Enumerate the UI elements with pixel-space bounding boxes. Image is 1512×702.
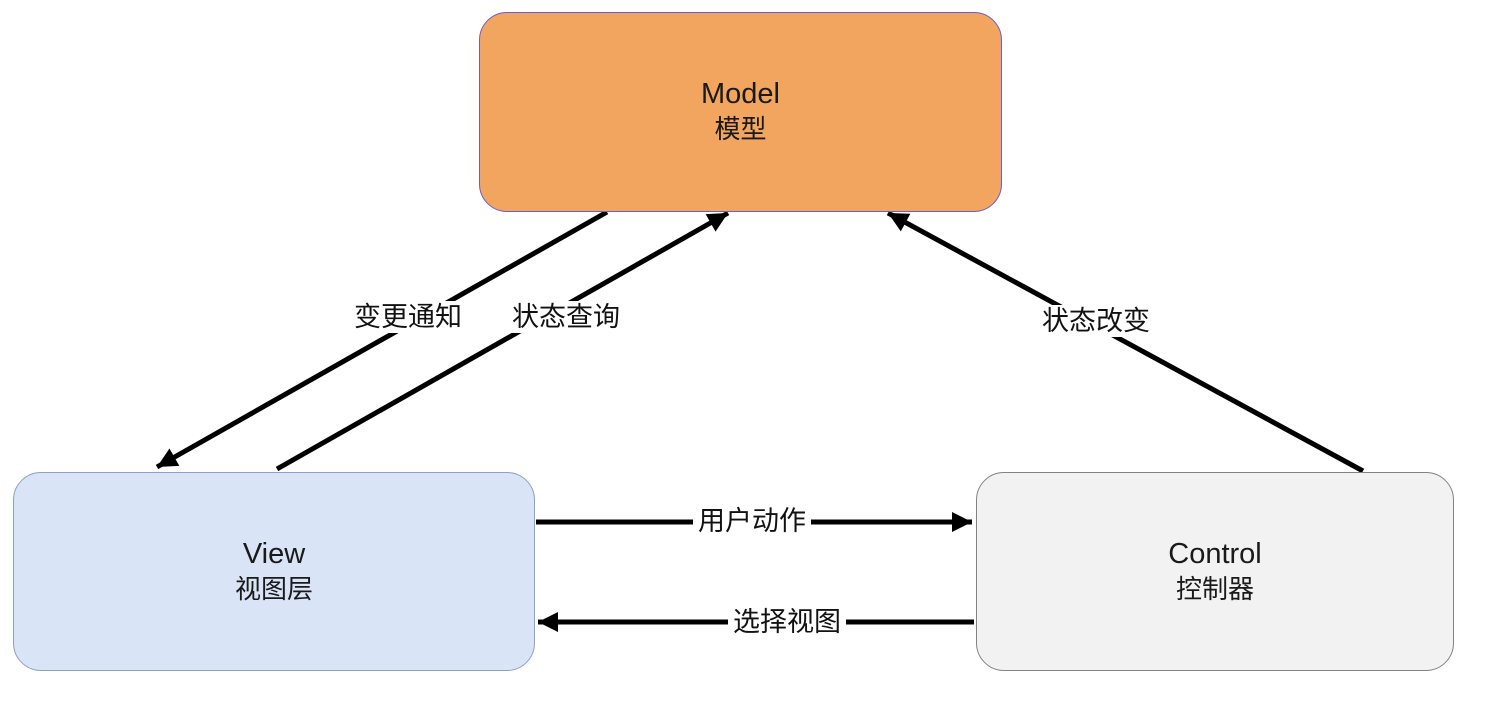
edge-label-change-notification: 变更通知 (349, 301, 467, 333)
view-node: View 视图层 (13, 472, 535, 671)
edge-label-user-action: 用户动作 (693, 505, 811, 537)
control-node-title: Control (1168, 537, 1262, 570)
view-node-subtitle: 视图层 (234, 573, 313, 604)
edge-label-state-query: 状态查询 (507, 301, 625, 333)
edge-control-to-model-line (886, 210, 1365, 474)
control-node-subtitle: 控制器 (1175, 573, 1254, 604)
view-node-title: View (242, 537, 306, 570)
model-node-title: Model (701, 78, 780, 110)
control-node: Control 控制器 (976, 472, 1454, 671)
edge-label-select-view: 选择视图 (728, 606, 846, 638)
edge-label-state-change: 状态改变 (1037, 305, 1155, 337)
model-node-subtitle: 模型 (714, 114, 767, 144)
edge-view-to-model-line (275, 210, 730, 472)
model-node: Model 模型 (479, 12, 1002, 212)
edge-model-to-view-line (155, 209, 609, 470)
